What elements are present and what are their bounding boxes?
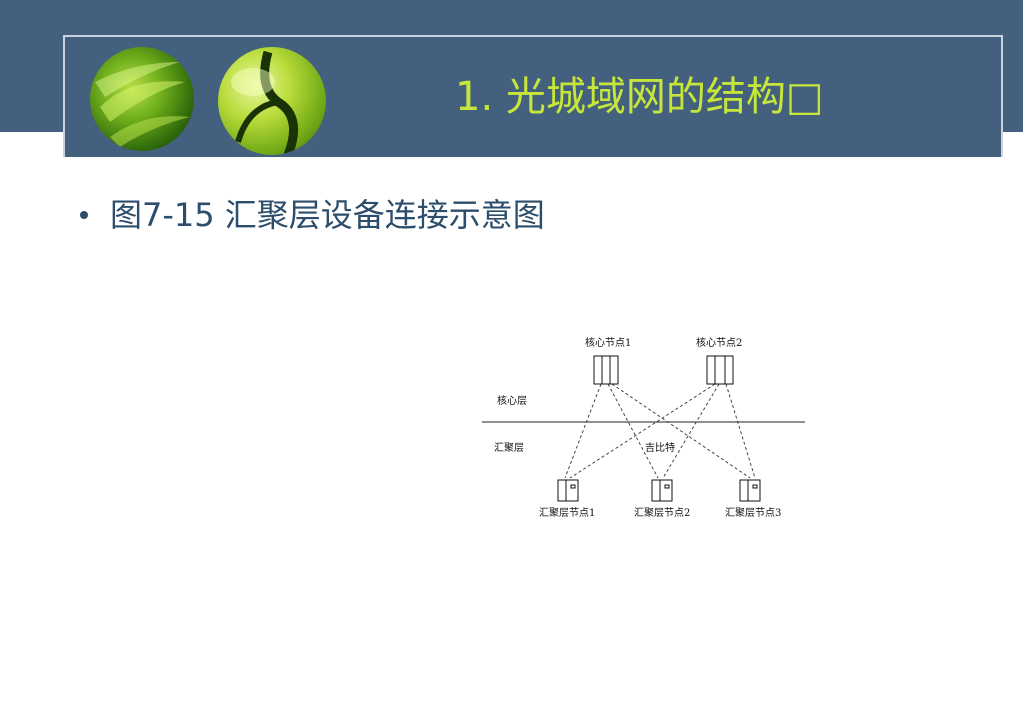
aggregation-node-3-label: 汇聚层节点3 bbox=[725, 506, 781, 519]
slide-title: 1. 光城域网的结构□ bbox=[455, 74, 824, 120]
core-layer-label: 核心层 bbox=[497, 394, 527, 407]
links bbox=[564, 383, 756, 479]
bullet-item: 图7-15 汇聚层设备连接示意图 bbox=[80, 190, 545, 240]
core-node-1-icon bbox=[593, 355, 619, 385]
link-core1-agg1 bbox=[564, 383, 602, 479]
leaf-orb-left-image bbox=[90, 47, 194, 151]
aggregation-node-1-icon bbox=[557, 479, 579, 502]
link-core2-agg3 bbox=[725, 383, 756, 479]
aggregation-node-3-icon bbox=[739, 479, 761, 502]
link-core1-agg2 bbox=[607, 383, 659, 479]
aggregation-layer-label: 汇聚层 bbox=[494, 441, 524, 454]
bullet-text: 图7-15 汇聚层设备连接示意图 bbox=[110, 196, 545, 234]
bullet-dot-icon bbox=[80, 211, 88, 219]
link-core1-agg3 bbox=[611, 383, 751, 479]
aggregation-node-2-icon bbox=[651, 479, 673, 502]
link-core2-agg1 bbox=[569, 383, 716, 479]
link-core2-agg2 bbox=[662, 383, 720, 479]
core-node-2-label: 核心节点2 bbox=[696, 336, 742, 349]
core-node-2-icon bbox=[706, 355, 734, 385]
aggregation-node-2-label: 汇聚层节点2 bbox=[634, 506, 690, 519]
aggregation-node-1-label: 汇聚层节点1 bbox=[539, 506, 595, 519]
core-node-1-label: 核心节点1 bbox=[585, 336, 631, 349]
network-diagram: 核心节点1 核心节点2 核心层 汇聚层 吉比特 汇聚层节点1 汇聚层节点2 汇聚… bbox=[482, 336, 805, 519]
leaf-orb-right-image bbox=[218, 47, 326, 155]
link-type-label: 吉比特 bbox=[645, 442, 675, 454]
